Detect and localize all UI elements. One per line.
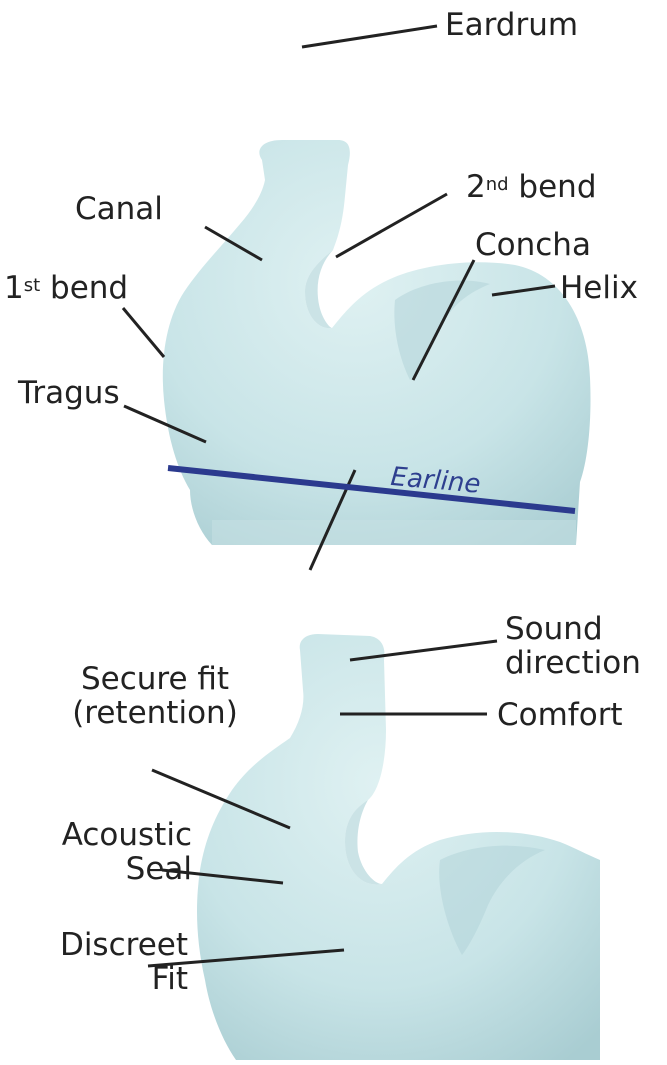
- label-sound-direction: Sound direction: [505, 612, 641, 680]
- label-helix: Helix: [560, 271, 638, 305]
- label-concha: Concha: [475, 228, 591, 262]
- label-acoustic-seal: Acoustic Seal: [42, 818, 192, 886]
- leader-first-bend: [123, 308, 164, 357]
- label-first-bend: 1st bend: [4, 271, 128, 305]
- label-canal: Canal: [75, 192, 163, 226]
- top-cut-edge: [212, 520, 576, 545]
- label-second-bend: 2nd bend: [466, 170, 597, 204]
- label-discreet-fit: Discreet Fit: [42, 928, 188, 996]
- leader-second-bend: [336, 194, 447, 257]
- leader-eardrum: [302, 26, 437, 47]
- label-secure-fit: Secure fit (retention): [66, 662, 244, 730]
- label-tragus: Tragus: [18, 376, 120, 410]
- label-comfort: Comfort: [497, 698, 623, 732]
- label-eardrum: Eardrum: [445, 8, 578, 42]
